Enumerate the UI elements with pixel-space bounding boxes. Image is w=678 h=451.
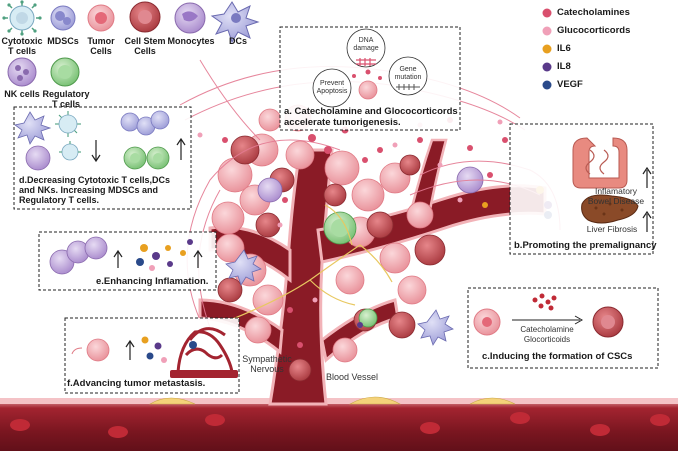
legend-label-regulatory-t: Regulatory T cells: [42, 89, 90, 109]
box-c-arrow: [512, 315, 584, 325]
nerve-fibers: [229, 204, 393, 321]
legend-label-stem: Cell Stem Cells: [124, 36, 166, 56]
red-blood-cells: [10, 412, 670, 438]
upper-right-branch-vessel: [408, 138, 448, 217]
box-a-prevent-apoptosis-label: Prevent Apoptosis: [316, 80, 348, 95]
bottom-vessel: [0, 398, 678, 451]
sympathetic-nervous-label: Sympathetic Nervous: [242, 354, 292, 374]
legend-label-tumor: Tumor Cells: [87, 36, 115, 56]
tumor-cell-icon: [87, 4, 115, 32]
molecule-legend-catecholamines: Catecholamines: [557, 7, 630, 18]
box-c-hormone-dots: [532, 293, 557, 311]
box-d: [13, 106, 192, 210]
box-b-liver-label: Liver Fibrosis: [586, 224, 638, 234]
legend-label-cytotoxic-t: Cytotoxic T cells: [1, 36, 43, 56]
box-e: [38, 231, 217, 291]
box-c: [467, 287, 659, 369]
molecule-legend-dots: [542, 8, 552, 90]
legend-label-mdscs: MDSCs: [47, 36, 79, 46]
box-a-gene-mutation-label: Gene mutation: [394, 66, 422, 81]
legend-label-nk: NK cells: [4, 89, 40, 99]
molecule-legend-il6: IL6: [557, 43, 571, 54]
box-d-title: d.Decreasing Cytotoxic T cells,DCs and N…: [19, 175, 171, 205]
legend-label-dcs: DCs: [228, 36, 247, 46]
bottom-vessel-wall: [0, 398, 678, 404]
dc-icon: [210, 1, 260, 44]
box-a: [279, 26, 461, 131]
box-b-arrows: [642, 166, 652, 232]
mdsc-icon: [50, 5, 76, 31]
gene-strand-icon: [396, 84, 420, 90]
box-a-dna-damage-label: DNA damage: [353, 37, 379, 52]
metastasis-vessel-network: [176, 327, 234, 373]
cancer-stem-cell-icon: [129, 1, 161, 33]
blood-vessel-label: Blood Vessel: [325, 372, 379, 382]
box-a-tumor-cell: [358, 80, 378, 100]
box-b-ibd-label: Inflamatory Bowel Disease: [587, 186, 645, 206]
box-c-title: c.Inducing the formation of CSCs: [482, 351, 633, 362]
cytotoxic-t-cell-icon: [2, 0, 42, 36]
blood-vessel-network: [0, 138, 678, 451]
monocyte-icon: [174, 2, 206, 34]
molecule-legend-glucocorticords: Glucocorticords: [557, 25, 631, 36]
dna-strand-icon: [356, 58, 376, 66]
box-e-title: e.Enhancing Inflamation.: [96, 276, 209, 287]
box-b-title: b.Promoting the premalignancy: [514, 240, 657, 251]
dna-damage-circle: [346, 28, 386, 68]
box-b: [509, 123, 654, 255]
cell-legend-icons: [2, 0, 260, 87]
molecule-legend-vegf: VEGF: [557, 79, 583, 90]
liver-icon: [581, 194, 639, 224]
endothelial-cells: [148, 396, 516, 405]
molecule-legend-il8: IL8: [557, 61, 571, 72]
box-c-glucocorticoids-label: Glocorticoids: [523, 335, 571, 344]
trunk-vessel: [268, 148, 334, 406]
box-f-title: f.Advancing tumor metastasis.: [67, 378, 206, 389]
box-a-title: a. Catecholamine and Glococorticords acc…: [284, 106, 458, 128]
box-f-tumor-cell: [86, 338, 110, 362]
prevent-apoptosis-circle: [312, 68, 352, 108]
nk-cell-icon: [7, 57, 37, 87]
box-c-catecholamine-label: Catecholamine: [520, 325, 574, 334]
intestine-icon: [572, 137, 628, 189]
regulatory-t-cell-icon: [50, 57, 80, 87]
legend-label-monocytes: Monocytes: [167, 36, 215, 46]
box-f: [64, 317, 240, 394]
